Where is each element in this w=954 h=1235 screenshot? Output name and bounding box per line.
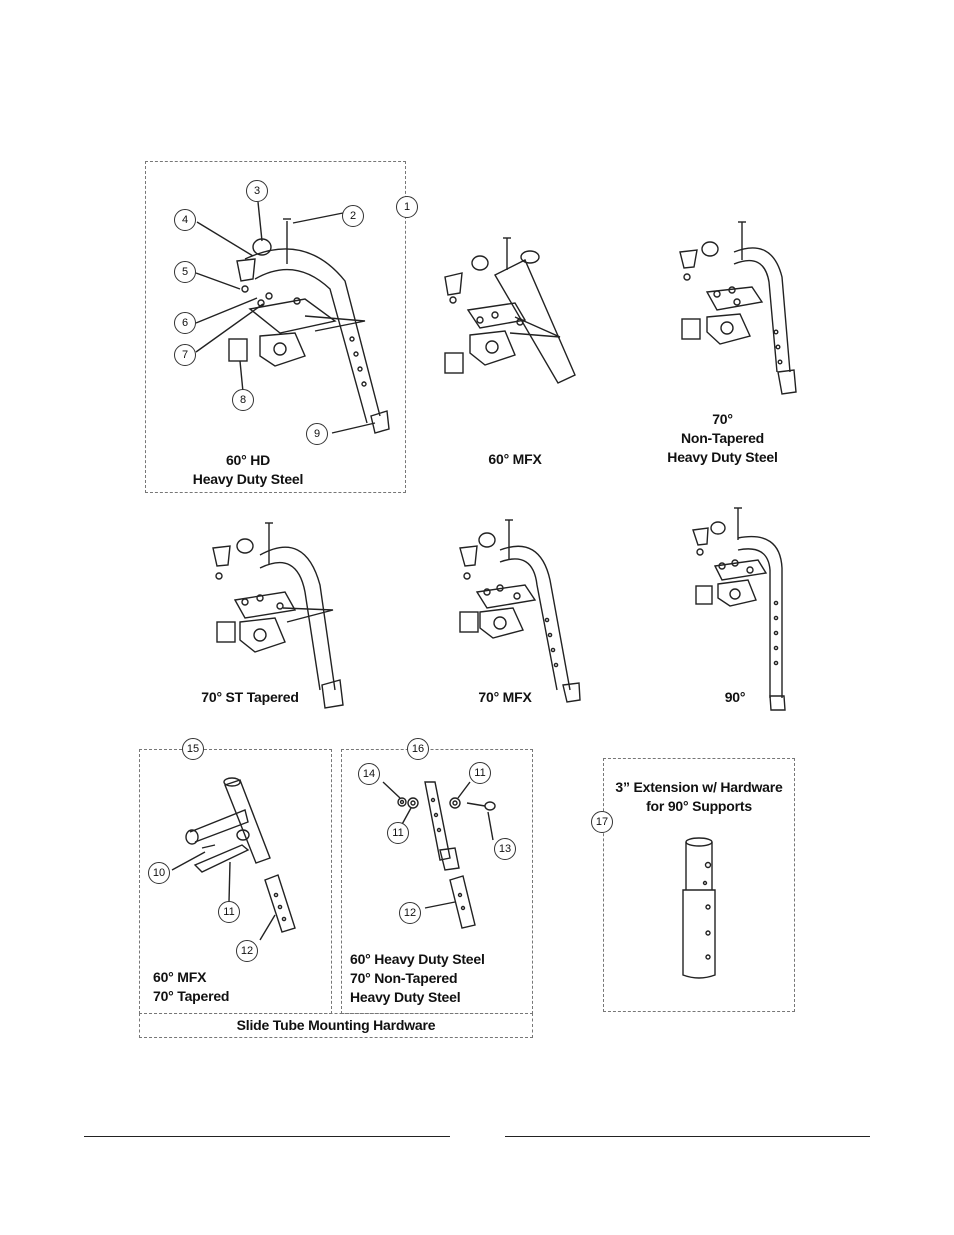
- slide-tube-footer-label: Slide Tube Mounting Hardware: [139, 1016, 533, 1035]
- callout-12-a: 12: [236, 940, 258, 962]
- callout-4: 4: [174, 209, 196, 231]
- panel-70-non-tapered-caption: 70° Non-Tapered Heavy Duty Steel: [640, 410, 805, 467]
- callout-11-c: 11: [469, 762, 491, 784]
- callout-12-b: 12: [399, 902, 421, 924]
- caption-line: 60° Heavy Duty Steel: [350, 950, 530, 969]
- panel-90-caption: 90°: [705, 688, 765, 707]
- panel-60-mfx-caption: 60° MFX: [455, 450, 575, 469]
- callout-9: 9: [306, 423, 328, 445]
- callout-11-a: 11: [218, 901, 240, 923]
- footer-rule-right: [505, 1136, 870, 1137]
- callout-16: 16: [407, 738, 429, 760]
- callout-7: 7: [174, 344, 196, 366]
- caption-line: 3” Extension w/ Hardware: [603, 778, 795, 797]
- slide-tube-15-caption: 60° MFX 70° Tapered: [153, 968, 323, 1006]
- callout-3: 3: [246, 180, 268, 202]
- callout-10: 10: [148, 862, 170, 884]
- callout-8: 8: [232, 389, 254, 411]
- support-70-mfx-drawing: [455, 520, 585, 705]
- caption-line: 70° MFX: [445, 688, 565, 707]
- panel-70-st-tapered-caption: 70° ST Tapered: [185, 688, 315, 707]
- caption-line: 90°: [705, 688, 765, 707]
- caption-line: 70° Non-Tapered: [350, 969, 530, 988]
- callout-11-b: 11: [387, 822, 409, 844]
- caption-line: Non-Tapered: [640, 429, 805, 448]
- callout-2: 2: [342, 205, 364, 227]
- caption-line: 70° ST Tapered: [185, 688, 315, 707]
- support-70-non-tapered-drawing: [672, 222, 812, 397]
- caption-line: 70°: [640, 410, 805, 429]
- panel-70-mfx-caption: 70° MFX: [445, 688, 565, 707]
- caption-line: 70° Tapered: [153, 987, 323, 1006]
- callout-15: 15: [182, 738, 204, 760]
- caption-line: Heavy Duty Steel: [640, 448, 805, 467]
- caption-line: 60° MFX: [153, 968, 323, 987]
- extension-tube-drawing: [675, 835, 725, 985]
- slide-tube-15-drawing: [150, 770, 320, 960]
- callout-14: 14: [358, 763, 380, 785]
- caption-line: 60° HD: [178, 451, 318, 470]
- caption-line: 60° MFX: [455, 450, 575, 469]
- footer-rule-left: [84, 1136, 450, 1137]
- callout-6: 6: [174, 312, 196, 334]
- caption-line: Heavy Duty Steel: [178, 470, 318, 489]
- support-90-drawing: [690, 508, 800, 713]
- caption-line: Heavy Duty Steel: [350, 988, 530, 1007]
- slide-tube-16-caption: 60° Heavy Duty Steel 70° Non-Tapered Hea…: [350, 950, 530, 1007]
- support-60-mfx-drawing: [440, 235, 570, 385]
- caption-line: for 90° Supports: [603, 797, 795, 816]
- support-70-st-tapered-drawing: [205, 520, 345, 710]
- callout-1: 1: [396, 196, 418, 218]
- callout-5: 5: [174, 261, 196, 283]
- panel-60-hd-caption: 60° HD Heavy Duty Steel: [178, 451, 318, 489]
- extension-17-caption: 3” Extension w/ Hardware for 90° Support…: [603, 778, 795, 816]
- callout-13: 13: [494, 838, 516, 860]
